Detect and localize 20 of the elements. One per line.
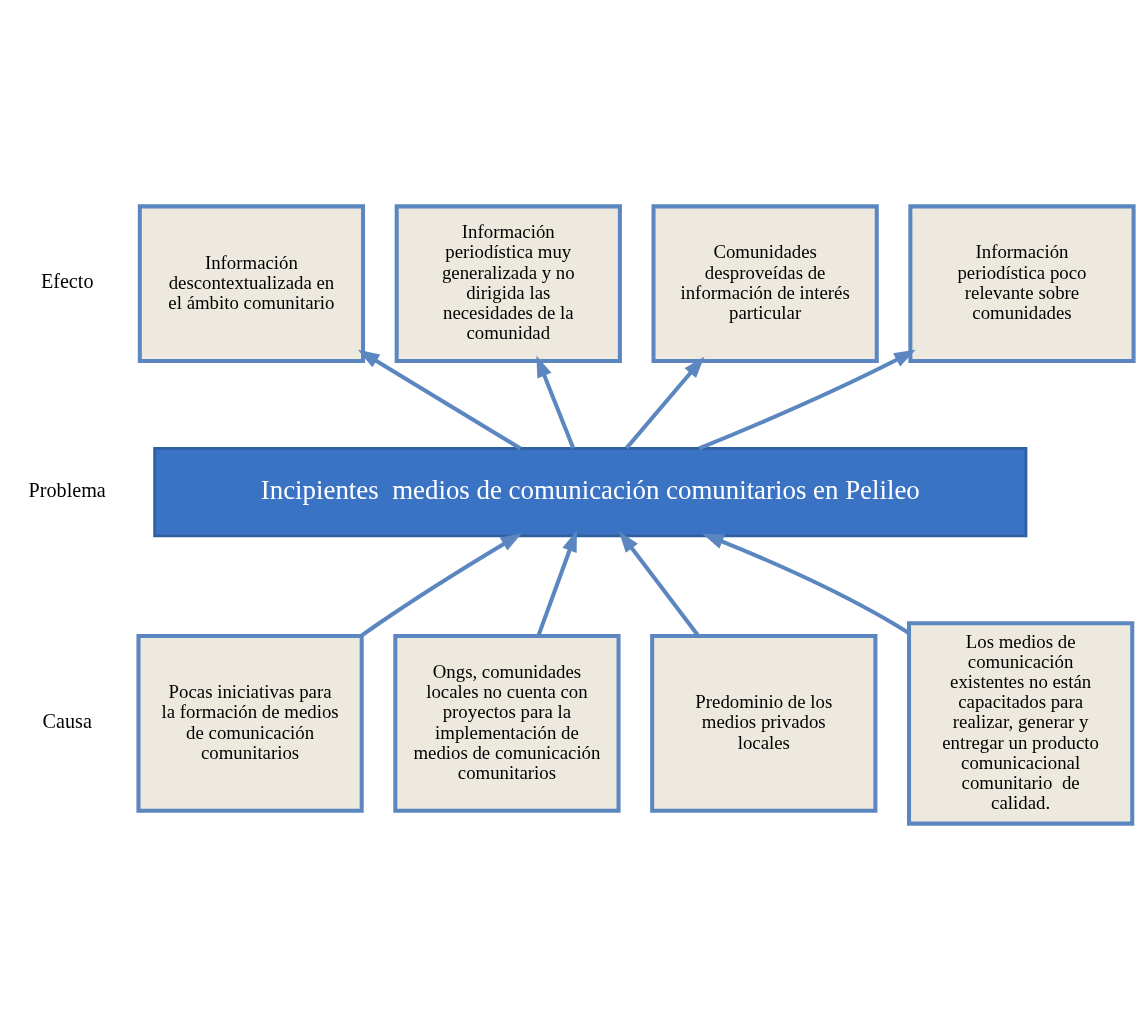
node-box: Información periodística poco relevante sobre comunidades	[908, 204, 1136, 364]
label: Problema	[28, 478, 106, 501]
arrow	[698, 349, 916, 451]
label: Causa	[42, 710, 92, 733]
arrow	[536, 355, 576, 449]
arrow	[702, 533, 910, 635]
node-box: Pocas iniciativas para la formación de medios de comunicación comunitarios	[136, 634, 364, 813]
label: Efecto	[40, 270, 94, 293]
node-box: Incipientes medios de comunicación comunitarios en Pelileo	[153, 447, 1028, 538]
arrow	[360, 533, 523, 638]
arrow	[625, 356, 705, 450]
arrow	[357, 349, 522, 451]
node-box: Predominio de los medios privados locales	[650, 634, 878, 813]
node-box: Información periodística muy generalizada y no dirigida las necesidades de la comunidad	[394, 204, 622, 364]
arrow	[618, 531, 700, 637]
node-box: Información descontextualizada en el ámbito comunitario	[137, 204, 366, 364]
node-box: Ongs, comunidades locales no cuenta con proyectos para la implementación de medios de comunicación comunitarios	[393, 634, 621, 813]
node-box: Los medios de comunicación existentes no están capacitados para realizar, generar y entregar un producto comunicacional comunitario de calidad.	[907, 621, 1135, 826]
arrow	[536, 530, 577, 637]
node-box: Comunidades desproveídas de información de interés particular	[651, 204, 879, 364]
